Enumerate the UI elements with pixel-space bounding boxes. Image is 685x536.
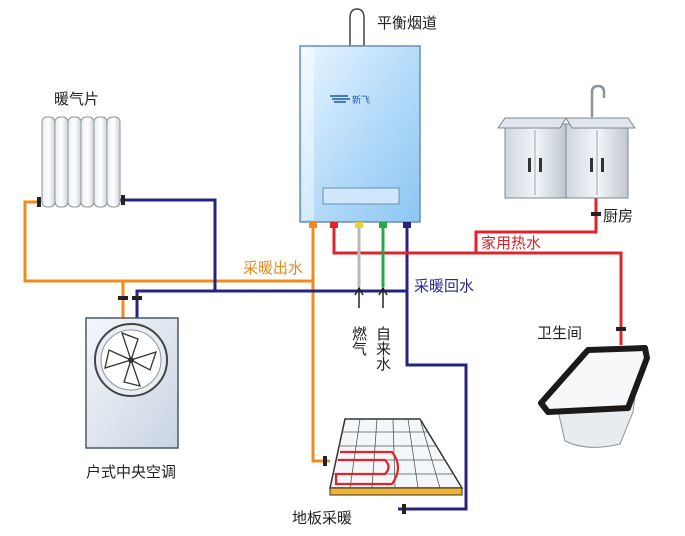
valve (591, 212, 601, 216)
ac-unit-label: 户式中央空调 (86, 463, 176, 481)
valve (118, 296, 128, 300)
gas-label: 燃气 (350, 325, 368, 356)
bathtub (538, 345, 650, 448)
fan-icon (104, 331, 158, 387)
valve (37, 197, 41, 207)
flue-pipe (349, 8, 365, 47)
valve (323, 456, 327, 466)
boiler-connectors (309, 222, 411, 228)
floor-heating-coil (334, 450, 400, 486)
valve (616, 327, 626, 331)
radiator (41, 116, 121, 208)
central-ac-unit (85, 317, 179, 449)
heating-return-pipe (120, 198, 468, 511)
hot-water-label: 家用热水 (481, 234, 541, 252)
faucet-icon (590, 84, 606, 117)
valves (37, 195, 626, 514)
valve (132, 296, 142, 300)
kitchen-cabinet (497, 84, 636, 199)
floor-heating-panel (329, 418, 464, 496)
valve (121, 195, 125, 205)
svg-text:新飞: 新飞 (352, 94, 370, 106)
floor-heating-label: 地板采暖 (292, 509, 352, 527)
radiator-label: 暖气片 (54, 90, 99, 108)
valve (402, 504, 406, 514)
kitchen-label: 厨房 (603, 207, 633, 225)
flue-label: 平衡烟道 (377, 14, 437, 32)
bathroom-label: 卫生间 (537, 324, 582, 342)
heating-return-label: 采暖回水 (414, 277, 474, 295)
wall-boiler: 新飞 (299, 8, 421, 228)
boiler-display (322, 187, 400, 205)
inlet-arrows (354, 286, 388, 308)
tap-water-label: 自来水 (374, 326, 392, 371)
brand-logo: 新飞 (330, 94, 370, 106)
heating-out-label: 采暖出水 (243, 259, 303, 277)
